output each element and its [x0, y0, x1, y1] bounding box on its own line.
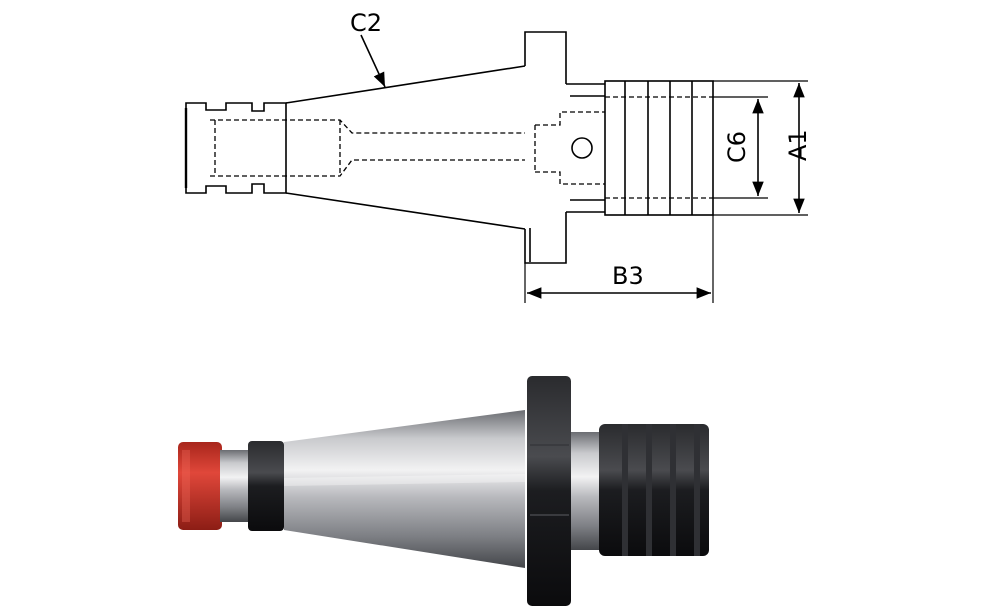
red-end-cap [178, 442, 222, 530]
label-c2: C2 [350, 9, 382, 37]
nut-groove-d [694, 424, 700, 556]
steel-neck [220, 450, 248, 522]
taper-cone [284, 410, 525, 568]
drawbar-end-outline [185, 102, 287, 194]
black-ring [248, 441, 284, 531]
nut-groove-b [646, 424, 652, 556]
nut-groove-a [622, 424, 628, 556]
clamp-nut [599, 424, 709, 556]
c2-leader [360, 34, 386, 88]
cone-highlight [284, 474, 525, 486]
label-b3: B3 [612, 262, 644, 290]
hidden-lines [210, 96, 713, 199]
cross-hole [571, 137, 593, 159]
product-photo [178, 376, 709, 606]
nut-groove-c [670, 424, 676, 556]
collar-outline [566, 83, 605, 213]
taper-cone-outline [285, 65, 526, 230]
flange [527, 376, 571, 606]
flange-outline [524, 31, 567, 264]
technical-drawing [184, 31, 808, 303]
label-a1: A1 [784, 129, 812, 161]
label-c6: C6 [723, 131, 751, 163]
clamp-nut-outline [604, 80, 714, 216]
steel-collar [571, 432, 601, 550]
red-cap-highlight [182, 450, 190, 522]
